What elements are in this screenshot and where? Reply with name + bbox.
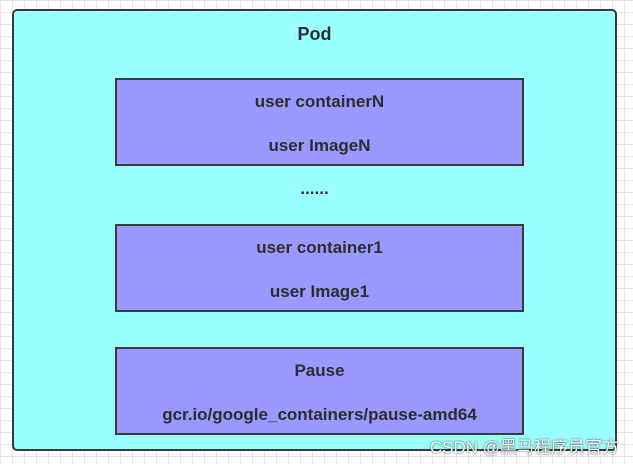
container-name-label: user container1: [256, 238, 383, 257]
container-image-label: user Image1: [269, 282, 370, 301]
ellipsis-separator: ......: [300, 179, 329, 198]
pod-box: Pod user containerN user ImageN ...... u…: [12, 9, 617, 451]
container-image-label: user ImageN: [268, 136, 371, 155]
pod-title: Pod: [297, 24, 332, 44]
pause-container-box: Pause gcr.io/google_containers/pause-amd…: [115, 347, 524, 435]
container-name-label: user containerN: [254, 92, 385, 111]
user-container-1-box: user container1 user Image1: [115, 224, 524, 312]
user-container-n-box: user containerN user ImageN: [115, 78, 524, 166]
container-name-label: Pause: [294, 361, 345, 380]
container-image-label: gcr.io/google_containers/pause-amd64: [162, 405, 477, 424]
csdn-watermark: CSDN @黑马程序员官方: [429, 438, 619, 457]
